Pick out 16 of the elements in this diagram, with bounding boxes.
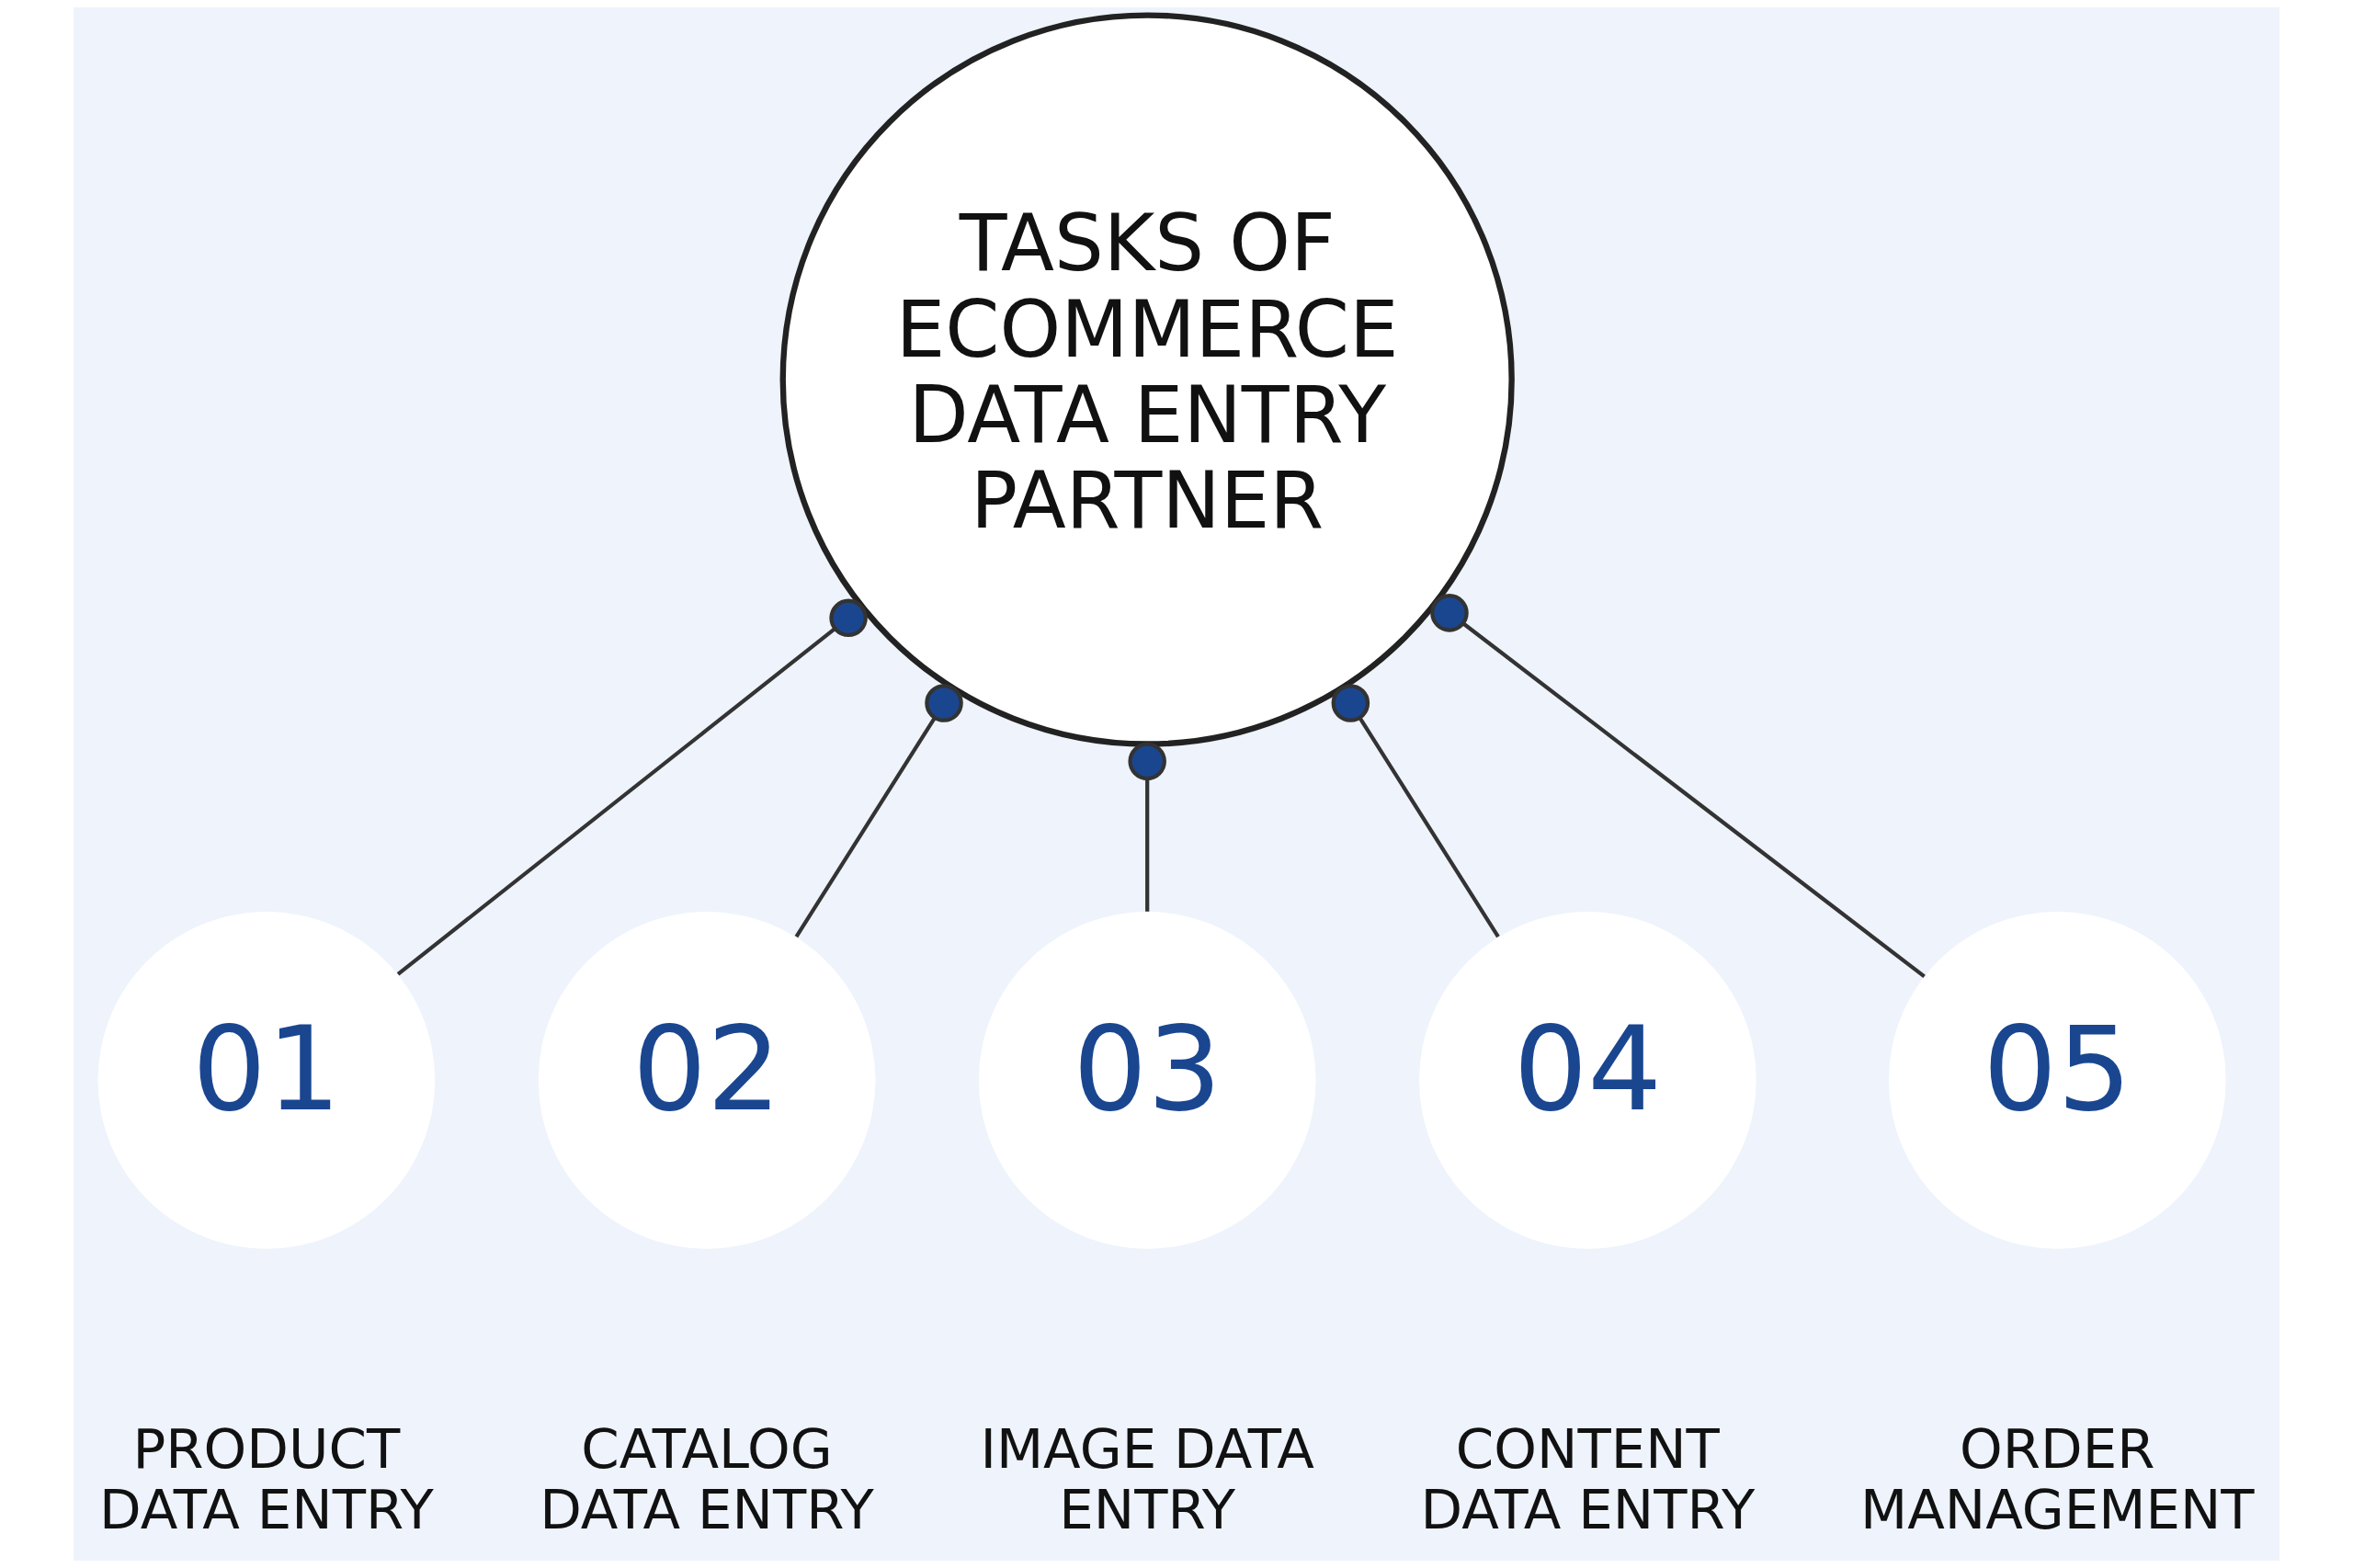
- node-label: CATALOG DATA ENTRY: [540, 1416, 874, 1541]
- node-label: PRODUCT DATA ENTRY: [99, 1416, 434, 1541]
- node-label: IMAGE DATA ENTRY: [980, 1416, 1314, 1541]
- connector: [396, 598, 868, 976]
- connector: [1430, 594, 1926, 979]
- node-circle: 04: [1418, 911, 1756, 1249]
- node-circle: 02: [538, 911, 876, 1249]
- connector: [1331, 684, 1500, 938]
- node-circle: 05: [1888, 911, 2226, 1249]
- node-label: ORDER MANAGEMENT: [1859, 1416, 2255, 1541]
- node-circle: TASKS OF ECOMMERCE DATA ENTRY PARTNER: [779, 12, 1515, 747]
- node-circle: 01: [97, 911, 436, 1249]
- connector: [1128, 742, 1166, 912]
- node-circle: 03: [978, 911, 1316, 1249]
- connector: [794, 684, 963, 938]
- node-label: CONTENT DATA ENTRY: [1420, 1416, 1756, 1541]
